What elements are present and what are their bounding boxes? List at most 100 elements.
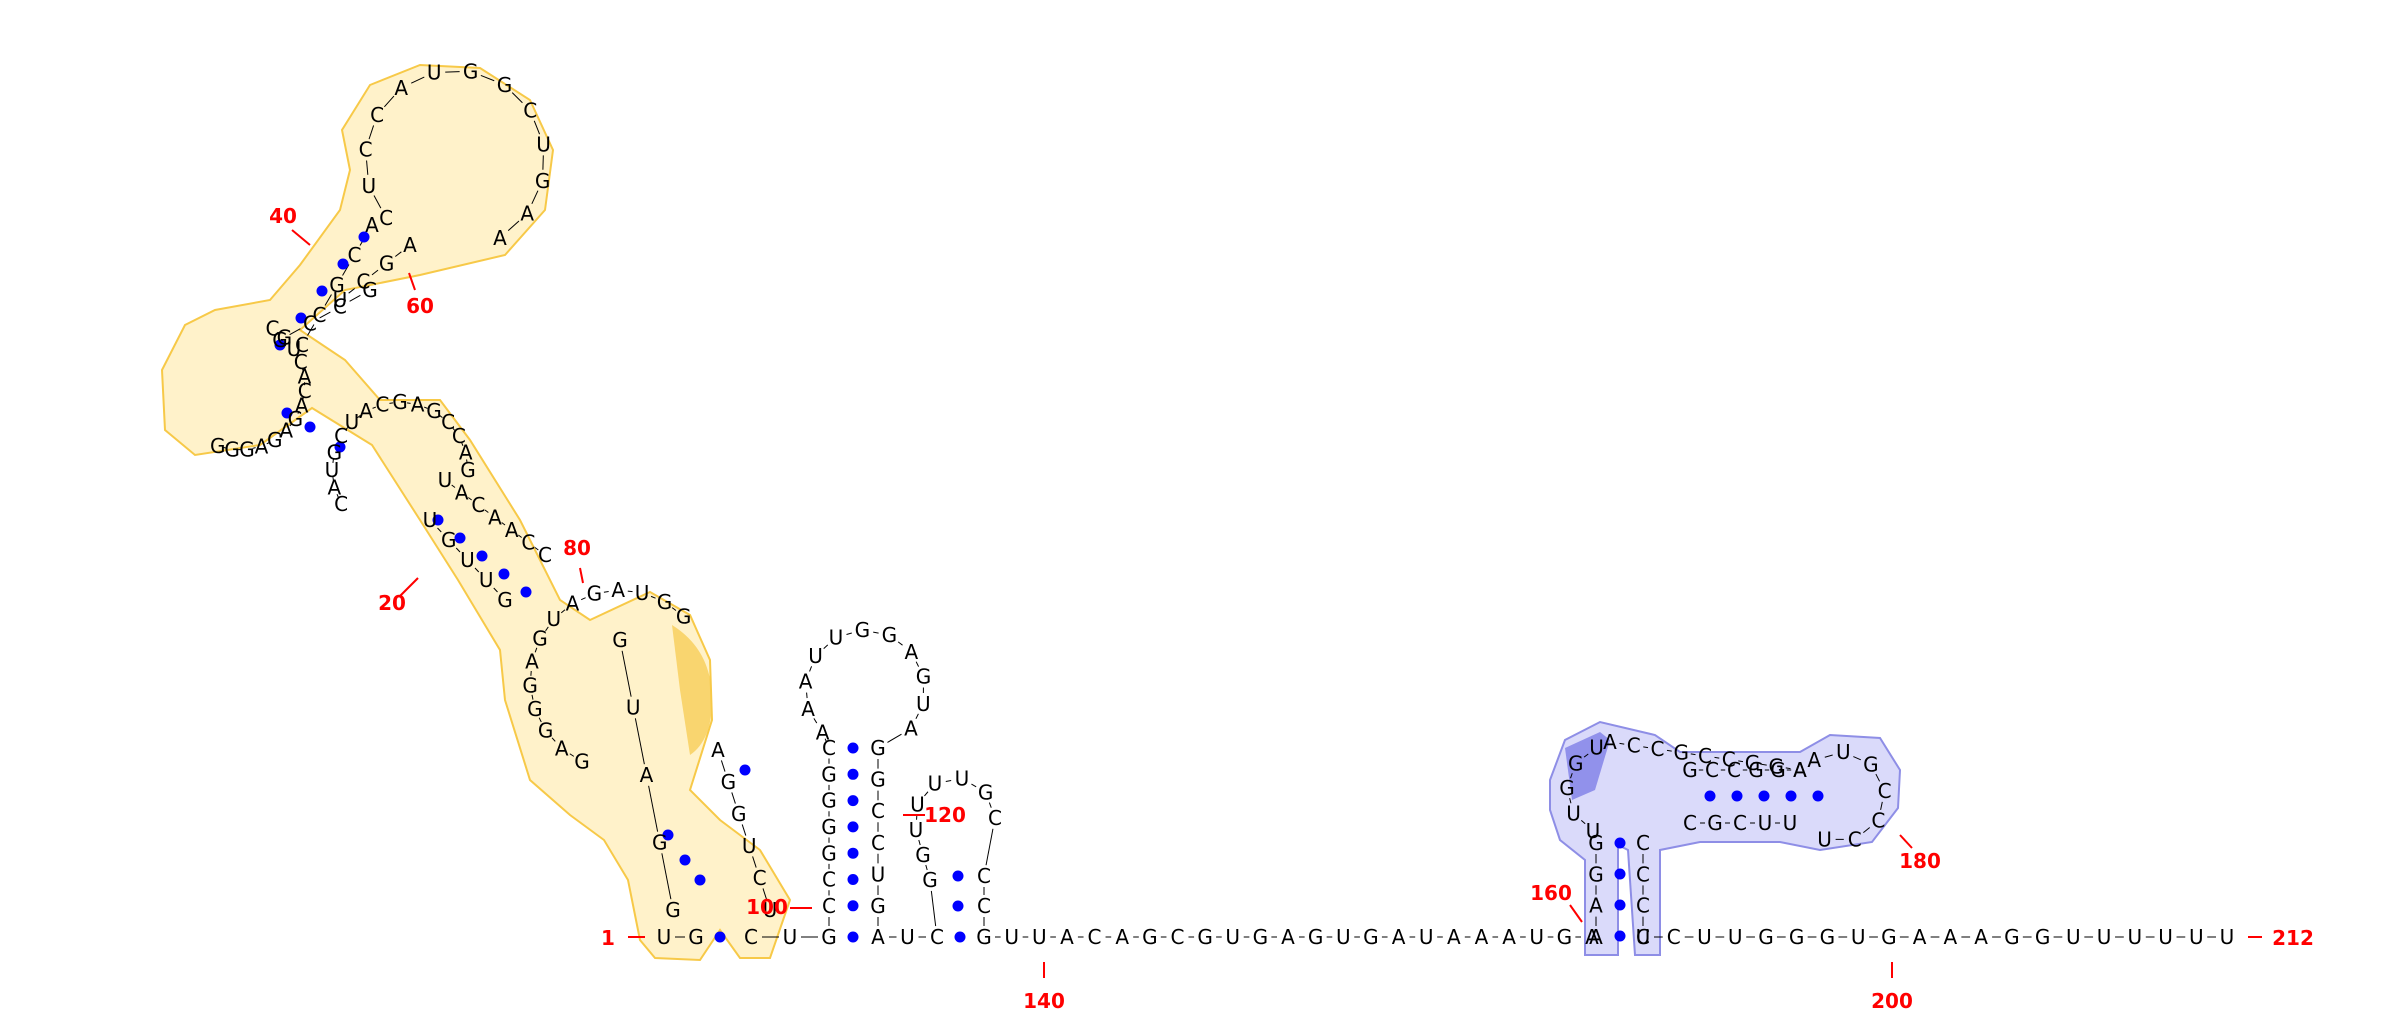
nucleotide-yellow-loop: C	[334, 492, 348, 516]
backbone-bond	[349, 294, 361, 302]
backbone-bond	[366, 160, 369, 175]
nucleotide-yellow-stem: C	[356, 270, 370, 294]
nucleotide-linker: U	[1419, 925, 1434, 949]
nucleotide-blue-stem: G	[1588, 862, 1604, 886]
nucleotide-yellow-loop: U	[287, 337, 302, 361]
position-label: 80	[563, 536, 591, 560]
backbone-bond	[461, 442, 464, 447]
nucleotide-blue-helix-top: A	[1793, 758, 1807, 782]
nucleotide-yellow-loop: A	[611, 578, 625, 602]
nucleotide-hairpin-5prime: G	[922, 868, 938, 892]
nucleotide-hairpin-5prime: U	[909, 818, 924, 842]
position-label: 200	[1871, 989, 1913, 1013]
nucleotide-blue-helix-bottom: C	[1683, 811, 1697, 835]
backbone-bond	[873, 631, 879, 634]
nucleotide-yellow-stem: G	[272, 328, 288, 352]
position-tick	[291, 229, 311, 246]
nucleotide-yellow-stem: U	[742, 834, 757, 858]
nucleotide-linker: G	[1557, 925, 1573, 949]
nucleotide-hairpin-loop: G	[855, 618, 871, 642]
nucleotide-hairpin-3prime: U	[871, 862, 886, 886]
nucleotide-linker: G	[1363, 925, 1379, 949]
nucleotide-yellow-loop: A	[566, 592, 580, 616]
nucleotide-blue-loop: U	[1836, 740, 1851, 764]
nucleotide-hairpin-loop: U	[916, 692, 931, 716]
nucleotide-stem: U	[783, 925, 798, 949]
nucleotide-tail-3prime: U	[1697, 925, 1712, 949]
backbone-bond	[1619, 742, 1625, 745]
nucleotide-yellow-loop: G	[532, 627, 548, 651]
nucleotide-yellow-loop: U	[547, 607, 562, 631]
nucleotide-yellow-loop: C	[334, 424, 348, 448]
nucleotide-tail-3prime: G	[2004, 925, 2020, 949]
base-pair-dot	[1614, 930, 1626, 942]
nucleotide-yellow-stem: U	[460, 548, 475, 572]
nucleotide-tail-3prime: G	[1758, 925, 1774, 949]
nucleotide-linker: A	[1115, 925, 1129, 949]
nucleotide-yellow-stem: G	[497, 588, 513, 612]
backbone-bond	[945, 780, 952, 782]
nucleotide-hairpin-loop: G	[882, 623, 898, 647]
nucleotide-tail-3prime: U	[2066, 925, 2081, 949]
backbone-bond	[1875, 773, 1881, 782]
backbone-bond	[507, 220, 520, 232]
nucleotide-linker: G	[1308, 925, 1324, 949]
nucleotide-blue-helix-top: G	[1770, 758, 1786, 782]
backbone-bond	[731, 792, 736, 804]
nucleotide-hairpin-loop: G	[978, 780, 994, 804]
backbone-bond	[383, 95, 395, 108]
backbone-bond	[368, 125, 375, 140]
nucleotide-yellow-stem: U	[333, 288, 348, 312]
backbone-bond	[752, 856, 757, 868]
nucleotide-yellow-loop: A	[255, 434, 269, 458]
nucleotide-blue-helix-top: G	[1748, 758, 1764, 782]
nucleotide-tail-3prime: A	[1974, 925, 1988, 949]
nucleotide-blue-helix-top: G	[1769, 755, 1785, 779]
nucleotide-tail-5prime: G	[688, 925, 704, 949]
backbone-bond	[1880, 801, 1883, 810]
nucleotide-linker: U	[1529, 925, 1544, 949]
nucleotide-linker: A	[1475, 925, 1489, 949]
nucleotide-yellow-stem: U	[423, 508, 438, 532]
nucleotide-linker: U	[1336, 925, 1351, 949]
backbone-bond	[1690, 753, 1696, 756]
nucleotide-yellow-loop: G	[527, 697, 543, 721]
nucleotide-blue-helix-top: C	[1727, 758, 1741, 782]
nucleotide-yellow-stem: A	[455, 481, 469, 505]
backbone-bond	[887, 733, 902, 743]
backbone-bond	[846, 632, 852, 636]
base-pair-dot	[714, 931, 726, 943]
position-label: 180	[1899, 849, 1941, 873]
nucleotide-tail-3prime: U	[1851, 925, 1866, 949]
backbone-bond	[1569, 798, 1572, 804]
backbone-bond	[551, 737, 556, 742]
base-pair-dot	[952, 870, 964, 882]
nucleotide-yellow-loop: G	[288, 407, 304, 431]
backbone-bond	[534, 547, 539, 551]
backbone-bond	[806, 692, 808, 699]
backbone-bond	[480, 74, 495, 82]
nucleotide-yellow-loop: C	[359, 138, 373, 162]
backbone-bond	[511, 92, 523, 104]
nucleotide-yellow-stem: A	[403, 233, 417, 257]
backbone-bond	[324, 294, 332, 306]
backbone-bond	[357, 415, 361, 418]
nucleotide-hairpin-3prime: C	[977, 864, 991, 888]
nucleotide-yellow-loop: C	[298, 379, 312, 403]
nucleotide-tail-3prime: A	[1944, 925, 1958, 949]
position-label: 120	[924, 803, 966, 827]
backbone-bond	[1714, 756, 1720, 759]
nucleotide-yellow-stem: G	[612, 628, 628, 652]
nucleotide-hairpin-loop: A	[904, 717, 918, 741]
nucleotide-yellow-loop: G	[538, 719, 554, 743]
nucleotide-hairpin-loop: A	[904, 640, 918, 664]
nucleotide-yellow-loop: G	[239, 438, 255, 462]
nucleotide-linker: U	[1225, 925, 1240, 949]
backbone-bond	[650, 595, 656, 599]
nucleotide-yellow-loop: A	[295, 394, 309, 418]
backbone-bonds	[223, 71, 2216, 938]
nucleotide-yellow-loop: C	[523, 99, 537, 123]
nucleotide-blue-helix-top: G	[1674, 741, 1690, 765]
